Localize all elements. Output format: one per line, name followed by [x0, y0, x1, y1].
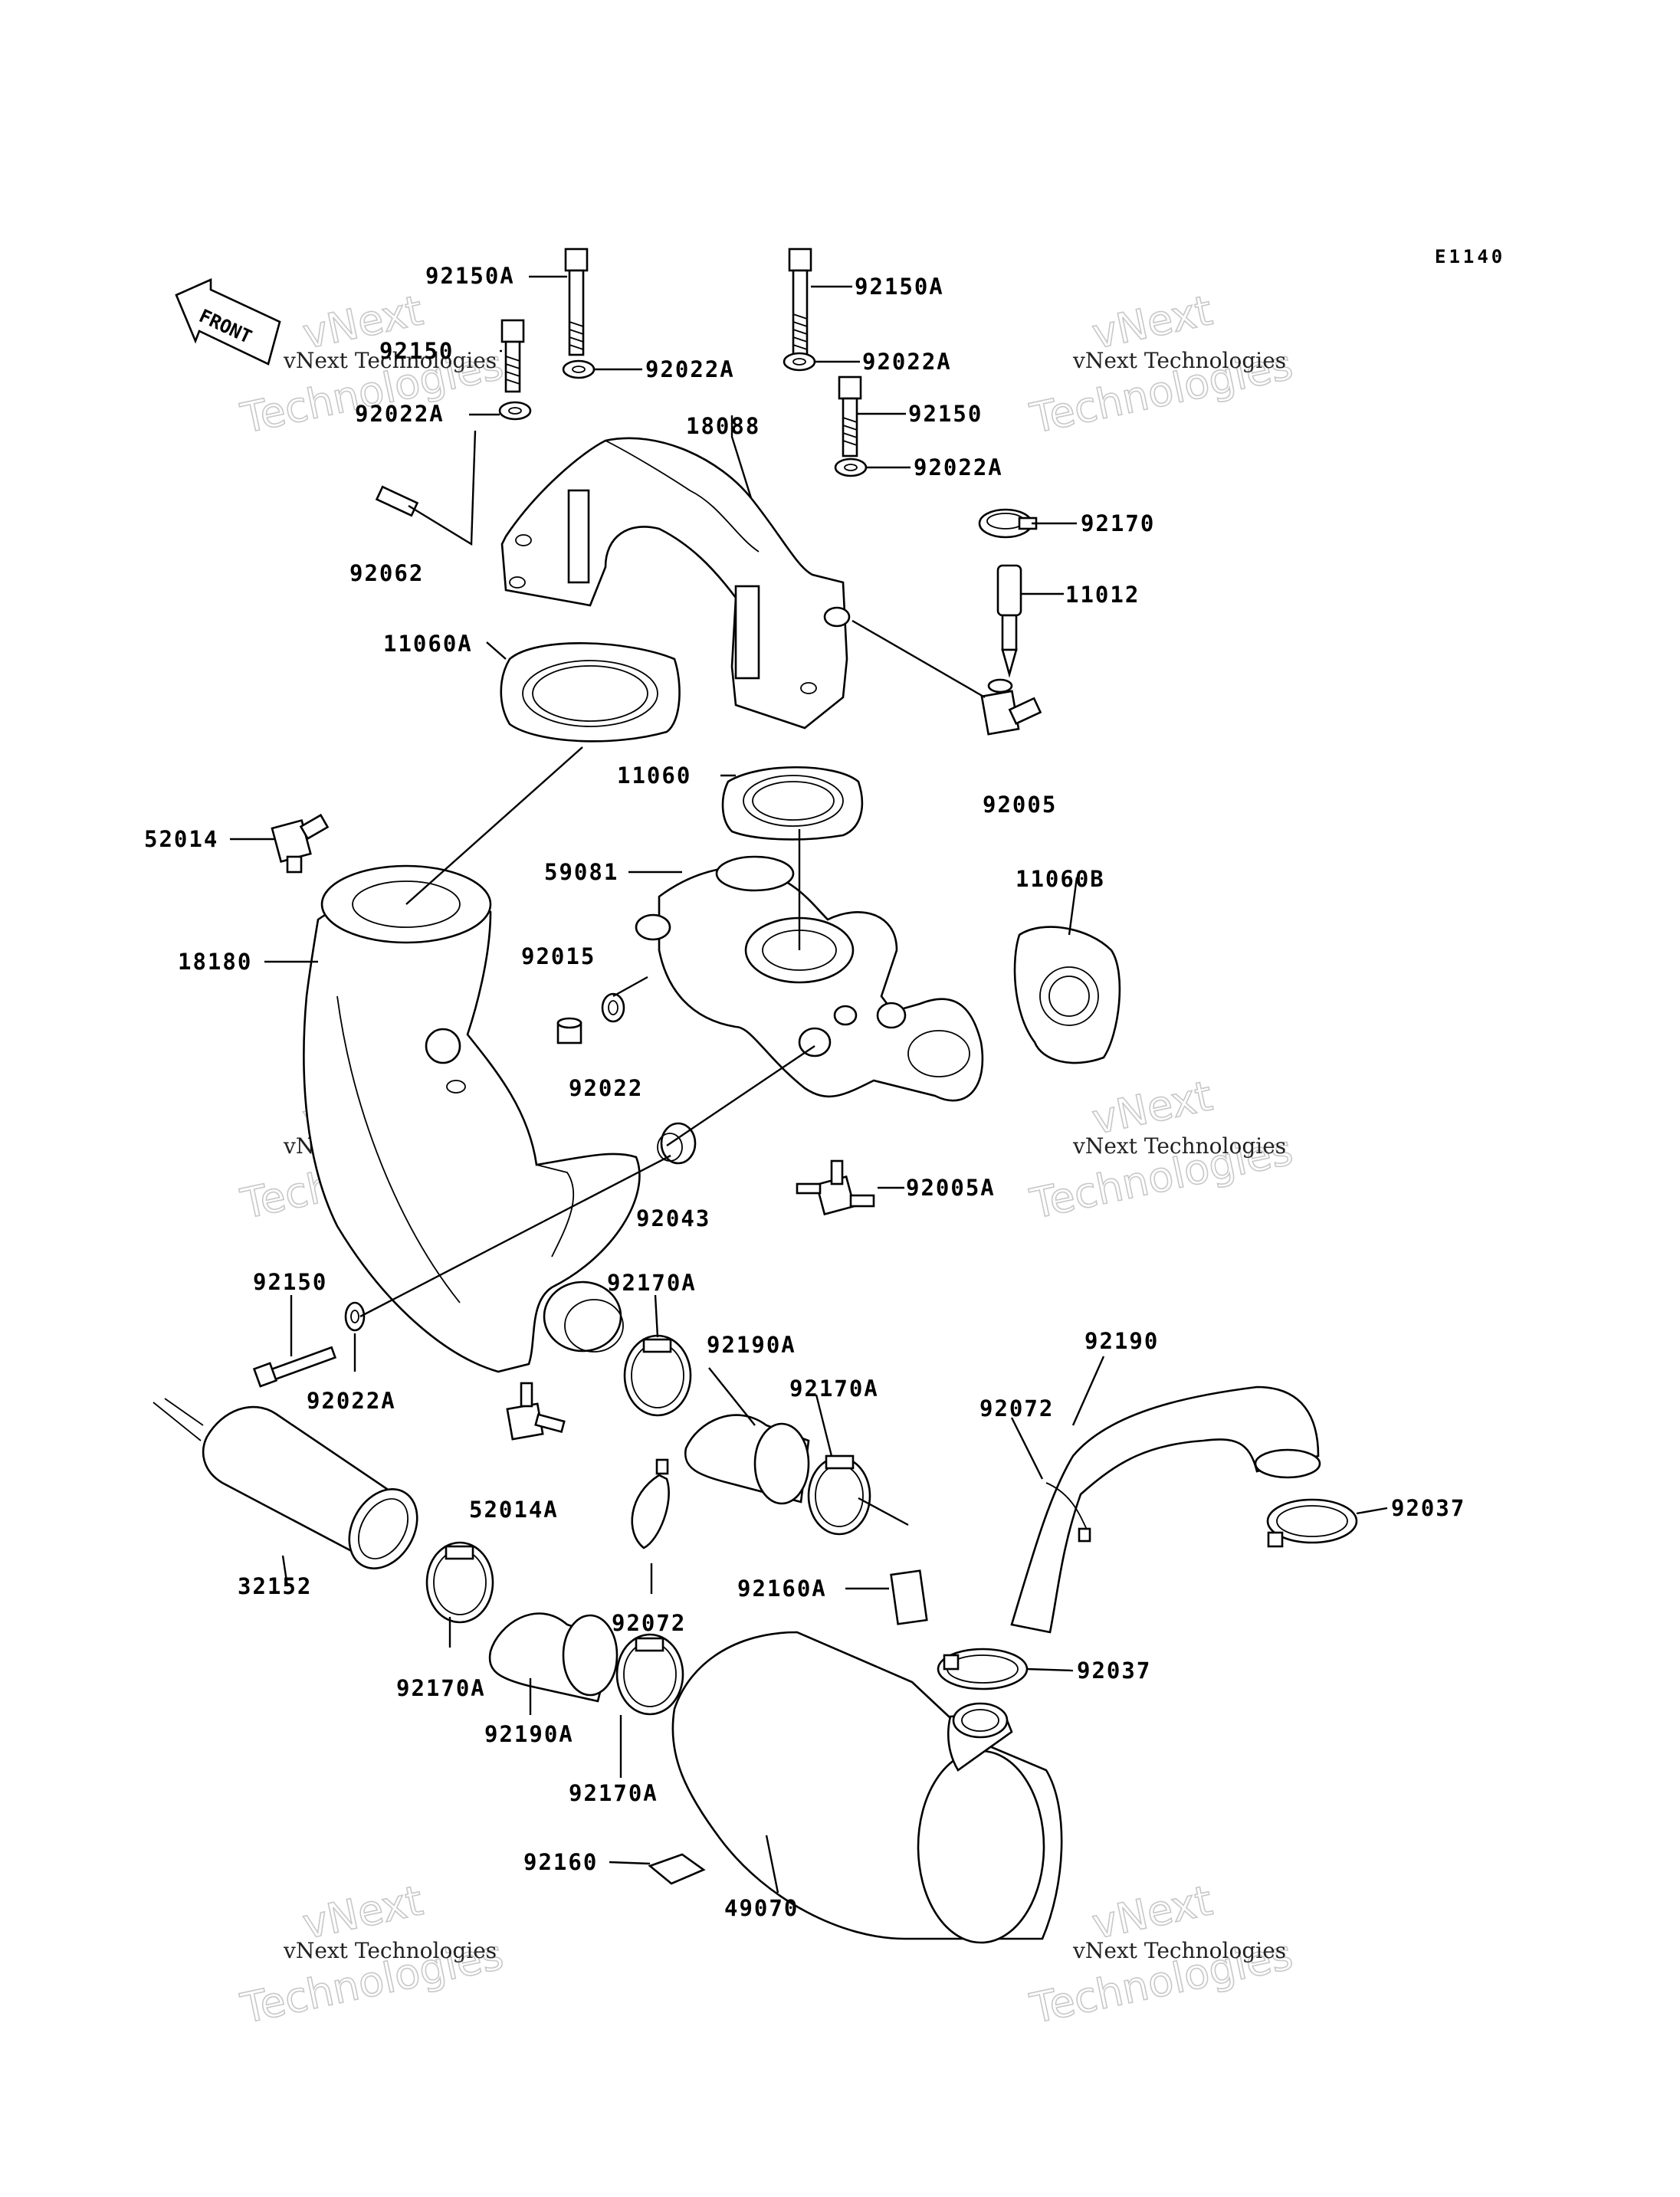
watermark-mid-right: vNext Technologies vNext Technologies — [1025, 1071, 1298, 1228]
label-92150-lower: 92150 — [253, 1269, 327, 1295]
clamp-92037-upper — [1266, 1498, 1358, 1548]
label-92160A: 92160A — [737, 1576, 827, 1602]
label-11060: 11060 — [617, 762, 691, 789]
hose-92190A-upper — [684, 1414, 810, 1505]
fitting-92005 — [980, 678, 1042, 736]
tailpipe-92190 — [1010, 1385, 1321, 1634]
watermark-text: vNext Technologies — [1072, 348, 1286, 373]
label-92015: 92015 — [521, 943, 596, 969]
clamp-92170A-2 — [807, 1454, 871, 1536]
label-92170A-d: 92170A — [569, 1780, 658, 1806]
watermark-text: vNext Technologies — [1072, 1133, 1286, 1159]
washer-92022A-lower — [344, 1301, 366, 1332]
label-92022A-c: 92022A — [355, 401, 445, 427]
label-92190: 92190 — [1084, 1328, 1159, 1354]
bolt-92150-lower — [252, 1346, 337, 1388]
clamp-92170 — [978, 508, 1038, 539]
label-92062: 92062 — [349, 560, 424, 586]
bolt-92150A-left — [564, 248, 589, 356]
washer-92022 — [601, 992, 625, 1023]
label-92022A-e: 92022A — [307, 1388, 396, 1414]
watermark-bottom-right: vNext Technologies vNext Technologies — [1025, 1875, 1298, 2033]
label-52014A: 52014A — [469, 1497, 559, 1523]
label-11060B: 11060B — [1016, 866, 1105, 892]
label-92170A-b: 92170A — [789, 1376, 879, 1402]
gasket-11060 — [721, 766, 864, 841]
label-92190A-b: 92190A — [484, 1721, 574, 1747]
elbow-fitting-52014A — [506, 1382, 566, 1441]
label-59081: 59081 — [544, 859, 619, 885]
water-manifold-59081 — [635, 855, 984, 1102]
label-92150A-left: 92150A — [425, 263, 515, 289]
label-32152: 32152 — [238, 1573, 312, 1599]
label-92072-b: 92072 — [612, 1610, 686, 1636]
label-92170A-a: 92170A — [607, 1270, 697, 1296]
label-92043: 92043 — [636, 1205, 710, 1231]
label-92150A-right: 92150A — [855, 274, 944, 300]
clip-92072-lower — [631, 1458, 670, 1549]
leader-lines — [230, 275, 1388, 1894]
label-92170A-c: 92170A — [396, 1675, 486, 1701]
pin-92062 — [375, 485, 419, 517]
bolt-92150-right — [838, 375, 862, 457]
pad-92160A — [890, 1569, 928, 1625]
label-18180: 18180 — [178, 949, 252, 975]
watermark-text: vNext Technologies — [283, 1938, 497, 1963]
washer-92022A-3 — [498, 401, 532, 421]
label-11060A: 11060A — [383, 631, 473, 657]
clamp-92037-lower — [937, 1648, 1029, 1690]
cap-92015 — [556, 1017, 582, 1044]
label-92150-right: 92150 — [908, 401, 983, 427]
pad-92160 — [648, 1853, 706, 1885]
label-92150-left: 92150 — [379, 338, 454, 364]
watermark-bottom-left: vNext Technologies vNext Technologies — [236, 1875, 508, 2033]
front-arrow: FRONT — [175, 277, 281, 366]
label-92005: 92005 — [983, 792, 1057, 818]
exhaust-pipe-18180 — [303, 864, 641, 1373]
elbow-fitting-52014 — [271, 813, 330, 874]
hose-92190A-lower — [488, 1612, 619, 1703]
clip-92072-upper — [1045, 1482, 1091, 1543]
clamp-92170A-1 — [623, 1334, 692, 1417]
sensor-11012 — [996, 564, 1022, 678]
bolt-92150-left — [500, 319, 525, 393]
watermark-text: vNext Technologies — [1072, 1938, 1286, 1963]
label-92037-a: 92037 — [1391, 1495, 1465, 1521]
label-92072-a: 92072 — [979, 1395, 1054, 1421]
label-18088: 18088 — [686, 413, 760, 439]
exhaust-manifold-18088 — [500, 437, 851, 730]
fitting-92005A — [796, 1159, 875, 1216]
washer-92022A-2 — [783, 352, 816, 372]
bolt-92150A-right — [788, 248, 812, 356]
spacer-92043 — [657, 1122, 697, 1165]
clamp-92170A-3 — [425, 1541, 494, 1624]
label-92022A-d: 92022A — [914, 454, 1003, 480]
diagram-code: E1140 — [1435, 246, 1505, 267]
label-92005A: 92005A — [906, 1175, 996, 1201]
label-92170: 92170 — [1081, 510, 1155, 536]
label-49070: 49070 — [724, 1895, 799, 1921]
pipe-32152 — [153, 1398, 418, 1569]
label-92022A-b: 92022A — [862, 349, 952, 375]
label-92022: 92022 — [569, 1075, 643, 1101]
clamp-92170A-4 — [615, 1633, 684, 1716]
watermark-top-right: vNext Technologies vNext Technologies — [1025, 285, 1298, 443]
label-11012: 11012 — [1065, 582, 1140, 608]
label-52014: 52014 — [144, 826, 218, 852]
label-92190A-a: 92190A — [707, 1332, 796, 1358]
label-92160: 92160 — [523, 1849, 598, 1875]
watermark-text: vNext Technologies — [283, 348, 497, 373]
washer-92022A-1 — [562, 359, 596, 379]
part-labels: 92150A 92150A 92150 92022A 92022A 92022A… — [144, 263, 1465, 1921]
muffler-49070 — [671, 1631, 1063, 1944]
label-92037-b: 92037 — [1077, 1658, 1151, 1684]
gasket-11060A — [500, 642, 681, 743]
washer-92022A-4 — [834, 457, 868, 477]
label-92022A-a: 92022A — [645, 356, 735, 382]
gasket-11060B — [1013, 926, 1121, 1064]
